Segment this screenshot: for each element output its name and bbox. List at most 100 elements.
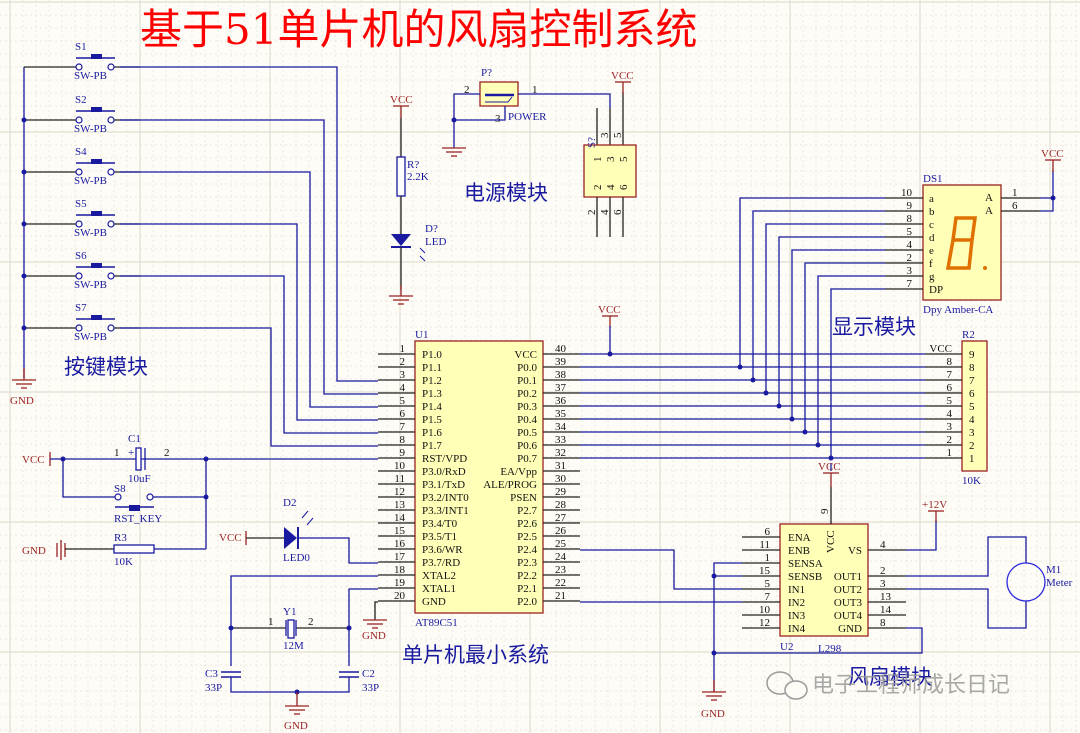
switch-ref: S1 — [75, 41, 87, 53]
mcu-pin-name: P3.4/T0 — [422, 518, 458, 530]
mcu-pin-number: 40 — [555, 343, 567, 355]
display-pin-name: d — [929, 232, 935, 244]
display-pin-number: 4 — [907, 239, 913, 251]
l298-pin-name: OUT4 — [834, 610, 863, 622]
gnd-label: GND — [701, 708, 725, 720]
svg-text:2: 2 — [308, 616, 314, 628]
svg-text:2: 2 — [164, 447, 170, 459]
gnd-label: GND — [284, 720, 308, 732]
mcu-pin-number: 11 — [394, 473, 405, 485]
mcu-pin-name: P3.3/INT1 — [422, 505, 469, 517]
mcu-pin-name: P0.7 — [517, 453, 537, 465]
mcu-pin-name: VCC — [514, 349, 537, 361]
power-module: VCC R? 2.2K D? LED P? 2 1 3 POWER — [389, 67, 637, 305]
mcu-pin-name: P2.3 — [517, 557, 537, 569]
l298-body — [779, 523, 869, 637]
mcu-pin-name: P0.2 — [517, 388, 537, 400]
vcc-label: VCC — [611, 70, 634, 82]
l298-pin-number: 2 — [880, 565, 886, 577]
mcu-pin-number: 5 — [400, 395, 406, 407]
resistor-r — [396, 156, 406, 197]
mcu-pin-name: P3.0/RxD — [422, 466, 466, 478]
l298-pin-number: 11 — [759, 539, 770, 551]
s8-ref: S8 — [114, 483, 126, 495]
display-pin-name: b — [929, 206, 935, 218]
display-pin-name: f — [929, 258, 933, 270]
mcu-pin-number: 14 — [394, 512, 406, 524]
l298-pin-name: VS — [848, 545, 862, 557]
mcu-pin-number: 24 — [555, 551, 567, 563]
mcu-pin-name: P1.2 — [422, 375, 442, 387]
resistor-pack-net: 7 — [947, 369, 953, 381]
key-module: S1SW-PBS2SW-PBS4SW-PBS5SW-PBS6SW-PBS7SW-… — [10, 41, 378, 447]
c2-ref: C2 — [362, 668, 375, 680]
motor-icon — [1006, 562, 1046, 602]
l298-pin-number: 4 — [880, 539, 886, 551]
mcu-pin-number: 26 — [555, 525, 567, 537]
c2-value: 33P — [362, 682, 379, 694]
mcu-pin-name: P3.5/T1 — [422, 531, 457, 543]
mcu-pin-number: 36 — [555, 395, 567, 407]
power-switch-ref: S? — [586, 137, 598, 148]
seven-segment-display — [922, 184, 1002, 301]
svg-text:6: 6 — [618, 184, 630, 190]
l298-pin-number: 5 — [765, 578, 771, 590]
mcu-pin-number: 30 — [555, 473, 567, 485]
l298-pin-name: ENB — [788, 545, 810, 557]
mcu-pin-name: RST/VPD — [422, 453, 467, 465]
mcu-pin-number: 38 — [555, 369, 567, 381]
resistor-pack-net: 6 — [947, 382, 953, 394]
resistor-value: 2.2K — [407, 171, 429, 183]
resistor-pack-net: 8 — [947, 356, 953, 368]
mcu-pin-number: 33 — [555, 434, 567, 446]
l298-pin-number: 7 — [765, 591, 771, 603]
module-label-power: 电源模块 — [464, 181, 548, 205]
mcu-pin-name: XTAL1 — [422, 583, 456, 595]
l298-pin-name: SENSA — [788, 558, 823, 570]
resistor-pack-pin: 1 — [969, 453, 975, 465]
mcu-pin-number: 9 — [400, 447, 406, 459]
l298-pin-number: 8 — [880, 617, 886, 629]
display-value: Dpy Amber-CA — [923, 304, 993, 316]
y1-ref: Y1 — [283, 606, 296, 618]
l298-pin-name: ENA — [788, 532, 811, 544]
mcu-pin-number: 27 — [555, 512, 567, 524]
resistor-ref: R? — [407, 159, 419, 171]
mcu-pin-name: PSEN — [510, 492, 537, 504]
d2-value: LED0 — [283, 552, 310, 564]
mcu-pin-name: P0.5 — [517, 427, 537, 439]
l298-pin-number: 10 — [759, 604, 771, 616]
mcu-pin-name: XTAL2 — [422, 570, 456, 582]
wechat-icon — [766, 671, 808, 700]
mcu-pin-name: P2.4 — [517, 544, 537, 556]
u2-ref: U2 — [780, 641, 793, 653]
vcc-label: VCC — [598, 304, 621, 316]
y1-value: 12M — [283, 640, 304, 652]
l298-pin-name: IN4 — [788, 623, 806, 635]
mcu-pin-name: P2.7 — [517, 505, 537, 517]
display-pin-number: 3 — [907, 265, 913, 277]
mcu-pin-name: P0.0 — [517, 362, 537, 374]
mcu-pin-number: 10 — [394, 460, 406, 472]
mcu-pin-number: 17 — [394, 551, 406, 563]
mcu-pin-number: 32 — [555, 447, 566, 459]
power-switch — [583, 144, 637, 198]
mcu-pin-number: 23 — [555, 564, 567, 576]
mcu-pin-number: 28 — [555, 499, 567, 511]
l298-pin-number: 1 — [765, 552, 771, 564]
mcu-pin-number: 39 — [555, 356, 567, 368]
svg-text:1: 1 — [532, 84, 538, 96]
resistor-pack-net: 1 — [947, 447, 953, 459]
switch-value: SW-PB — [74, 70, 107, 82]
jack-value: POWER — [508, 111, 547, 123]
mcu-pin-number: 16 — [394, 538, 406, 550]
resistor-pack-pin: 3 — [969, 427, 975, 439]
mcu-pin-number: 20 — [394, 590, 406, 602]
display-pin-number: 7 — [907, 278, 913, 290]
display-pin-number: 5 — [907, 226, 913, 238]
